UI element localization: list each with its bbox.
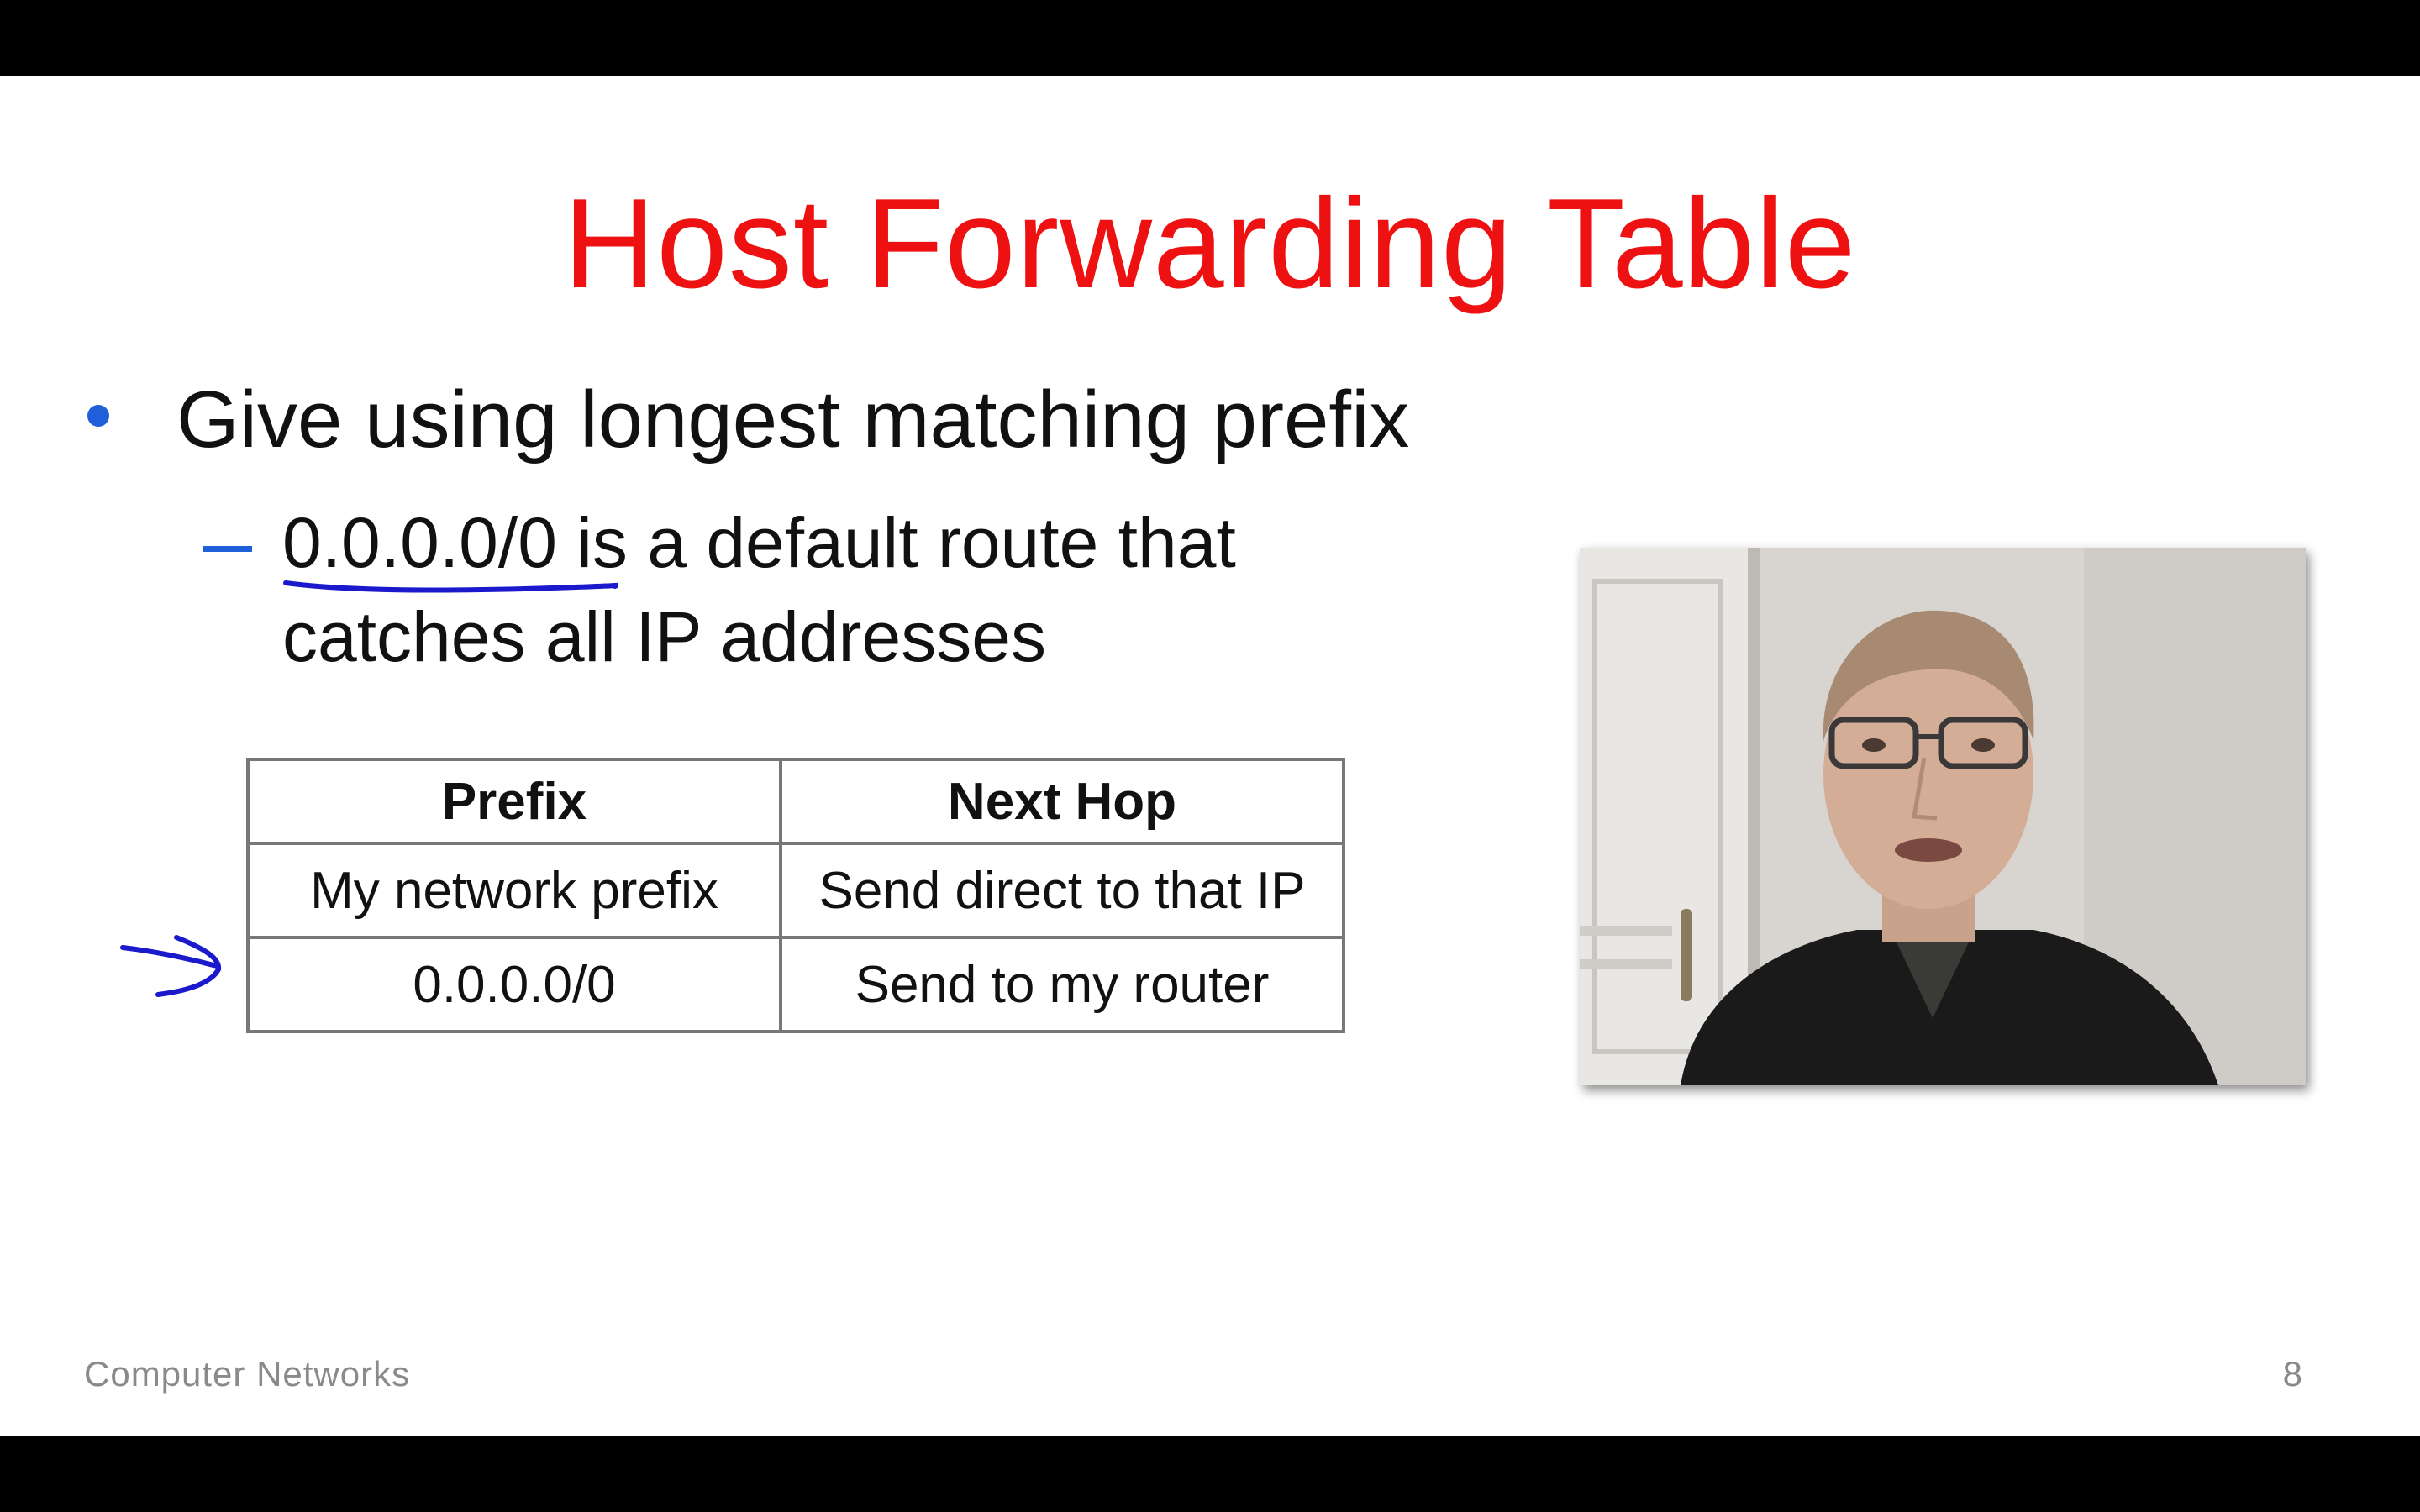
- table-header-next-hop: Next Hop: [779, 758, 1345, 845]
- table-cell-next-hop: Send direct to that IP: [779, 842, 1345, 939]
- presenter-image: [1580, 548, 2306, 1085]
- sub-bullet-line-2: catches all IP addresses: [282, 597, 1046, 676]
- table-cell-prefix: My network prefix: [246, 842, 782, 939]
- hand-drawn-underline: [283, 580, 618, 593]
- table-cell-next-hop: Send to my router: [779, 936, 1345, 1033]
- sub-bullet-line-1: 0.0.0.0/0 is a default route that: [282, 503, 1236, 582]
- letterbox-bottom: [0, 1436, 2420, 1512]
- presenter-video: [1580, 548, 2306, 1085]
- slide-page-number: 8: [2282, 1354, 2302, 1394]
- slide: Host Forwarding Table Give using longest…: [0, 76, 2420, 1436]
- sub-bullet-dash: [203, 546, 252, 552]
- sub-bullet-text: 0.0.0.0/0 is a default route that catche…: [282, 496, 1543, 684]
- table-header-prefix: Prefix: [246, 758, 782, 845]
- forwarding-table: Prefix Next Hop My network prefix Send d…: [246, 758, 1345, 1033]
- table-row: My network prefix Send direct to that IP: [246, 842, 1345, 939]
- slide-title: Host Forwarding Table: [563, 172, 1857, 315]
- bullet-dot-icon: [87, 405, 109, 427]
- hand-drawn-arrow-icon: [120, 935, 222, 997]
- footer-course-name: Computer Networks: [84, 1354, 411, 1394]
- bullet-text: Give using longest matching prefix: [176, 375, 1410, 465]
- letterbox-top: [0, 0, 2420, 76]
- table-cell-prefix: 0.0.0.0/0: [246, 936, 782, 1033]
- table-header-row: Prefix Next Hop: [246, 758, 1345, 845]
- table-row: 0.0.0.0/0 Send to my router: [246, 936, 1345, 1033]
